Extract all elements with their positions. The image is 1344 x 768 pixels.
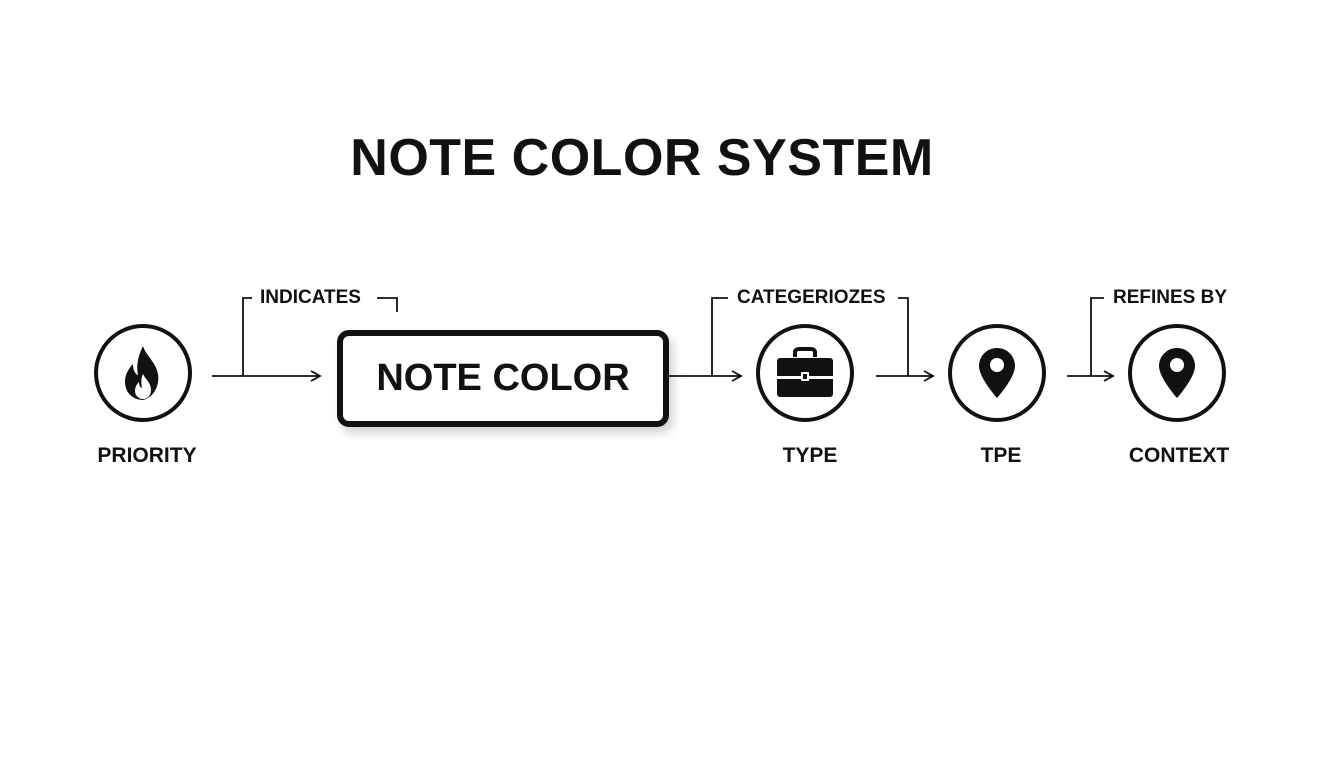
diagram-title: NOTE COLOR SYSTEM — [350, 129, 934, 187]
node-context — [1128, 324, 1226, 422]
node-tpe — [948, 324, 1046, 422]
node-type — [756, 324, 854, 422]
node-label-type: TYPE — [782, 444, 838, 467]
node-label-priority: PRIORITY — [97, 444, 197, 467]
node-priority — [94, 324, 192, 422]
central-label: NOTE COLOR — [376, 357, 630, 399]
briefcase-icon — [775, 347, 835, 399]
map-pin-icon — [977, 346, 1017, 400]
edge-label-categorizes: CATEGERIOZES — [737, 287, 886, 308]
central-note-color-box: NOTE COLOR — [337, 330, 669, 427]
edge-label-indicates: INDICATES — [260, 287, 361, 308]
node-label-context: CONTEXT — [1128, 444, 1230, 467]
node-label-tpe: TPE — [980, 444, 1022, 467]
map-pin-icon — [1157, 346, 1197, 400]
fire-icon — [120, 344, 166, 402]
edge-refines-by-lines — [1067, 297, 1115, 382]
edge-label-refines-by: REFINES BY — [1113, 287, 1228, 308]
